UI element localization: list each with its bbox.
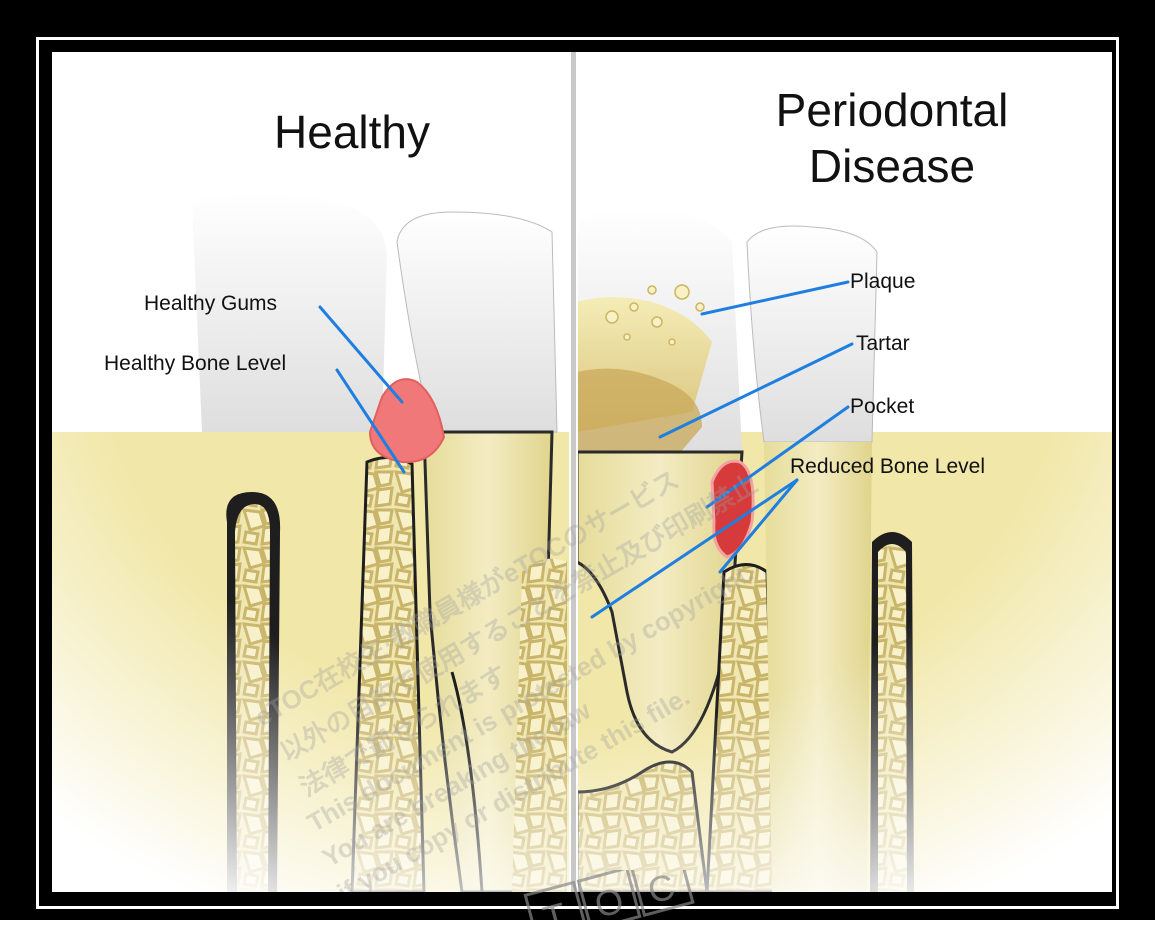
heading-periodontal-line1: Periodontal <box>702 82 1082 138</box>
label-reduced-bone-level: Reduced Bone Level <box>790 455 985 479</box>
label-pocket: Pocket <box>850 395 914 419</box>
label-tartar: Tartar <box>856 332 910 356</box>
etoc-logo-o: O <box>590 879 628 926</box>
bottom-margin <box>0 920 1155 937</box>
diagram-panel: Healthy Periodontal Disease Healthy Gums… <box>52 52 1112 892</box>
label-healthy-bone-level: Healthy Bone Level <box>104 352 286 376</box>
heading-periodontal-line2: Disease <box>702 138 1082 194</box>
heading-healthy: Healthy <box>202 104 502 160</box>
etoc-logo-c: C <box>643 870 679 912</box>
label-healthy-gums: Healthy Gums <box>144 292 277 316</box>
label-plaque: Plaque <box>850 270 915 294</box>
heading-periodontal-disease: Periodontal Disease <box>702 82 1082 194</box>
